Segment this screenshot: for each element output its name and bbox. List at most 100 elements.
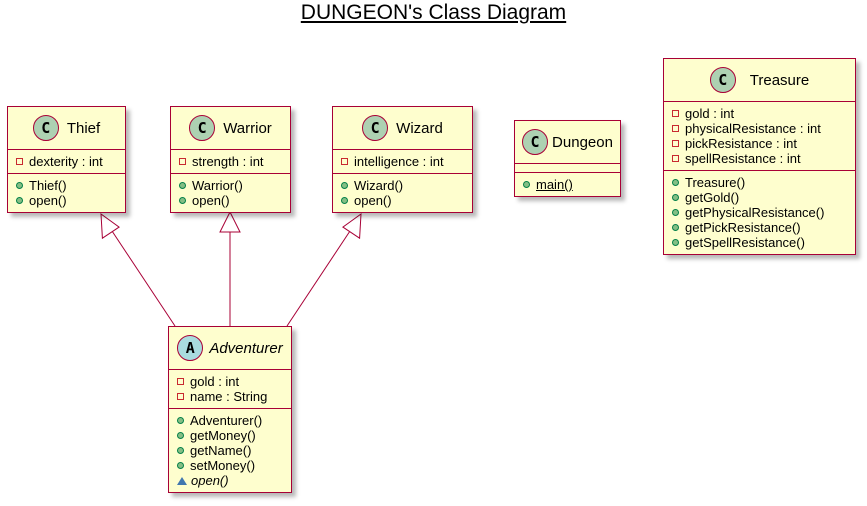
method-row: setMoney() xyxy=(177,458,291,473)
field-text: name : String xyxy=(190,389,268,404)
public-visibility-icon xyxy=(16,182,23,189)
class-wizard[interactable]: C Wizard intelligence : int Wizard() ope… xyxy=(332,106,473,213)
fields-section xyxy=(515,164,620,172)
class-treasure[interactable]: C Treasure gold : int physicalResistance… xyxy=(663,58,856,255)
method-row: open() xyxy=(177,473,291,488)
fields-section: gold : int physicalResistance : int pick… xyxy=(664,102,855,170)
fields-section: intelligence : int xyxy=(333,150,472,173)
public-visibility-icon xyxy=(16,197,23,204)
private-visibility-icon xyxy=(341,158,348,165)
method-row: getMoney() xyxy=(177,428,291,443)
method-text: open() xyxy=(29,193,67,208)
field-text: gold : int xyxy=(190,374,240,389)
abstract-class-badge-icon: A xyxy=(177,335,204,361)
fields-section: gold : int name : String xyxy=(169,370,291,408)
method-text: Thief() xyxy=(29,178,67,193)
methods-section: Thief() open() xyxy=(8,173,125,212)
methods-section: Wizard() open() xyxy=(333,173,472,212)
method-text: open() xyxy=(354,193,392,208)
method-row: getGold() xyxy=(672,190,855,205)
class-header: C Treasure xyxy=(664,59,855,102)
field-row: physicalResistance : int xyxy=(672,121,855,136)
public-visibility-icon xyxy=(177,432,184,439)
methods-section: Adventurer() getMoney() getName() setMon… xyxy=(169,408,291,492)
private-visibility-icon xyxy=(177,378,184,385)
public-visibility-icon xyxy=(672,194,679,201)
methods-section: Warrior() open() xyxy=(171,173,290,212)
method-text: getPickResistance() xyxy=(685,220,801,235)
class-header: C Dungeon xyxy=(515,121,620,164)
class-header: A Adventurer xyxy=(169,327,291,370)
method-row: open() xyxy=(179,193,290,208)
methods-section: Treasure() getGold() getPhysicalResistan… xyxy=(664,170,855,254)
public-visibility-icon xyxy=(523,181,530,188)
field-text: physicalResistance : int xyxy=(685,121,821,136)
field-row: gold : int xyxy=(672,106,855,121)
method-text: getMoney() xyxy=(190,428,256,443)
method-row: Thief() xyxy=(16,178,125,193)
method-row: open() xyxy=(341,193,472,208)
public-visibility-icon xyxy=(179,182,186,189)
method-row: main() xyxy=(523,177,620,192)
class-thief[interactable]: C Thief dexterity : int Thief() open() xyxy=(7,106,126,213)
private-visibility-icon xyxy=(672,110,679,117)
fields-section: dexterity : int xyxy=(8,150,125,173)
class-name: Dungeon xyxy=(552,133,613,151)
field-row: spellResistance : int xyxy=(672,151,855,166)
field-row: strength : int xyxy=(179,154,290,169)
class-badge-icon: C xyxy=(189,115,216,141)
field-text: strength : int xyxy=(192,154,264,169)
private-visibility-icon xyxy=(672,140,679,147)
method-text: open() xyxy=(192,193,230,208)
class-adventurer[interactable]: A Adventurer gold : int name : String Ad… xyxy=(168,326,292,493)
public-visibility-icon xyxy=(672,179,679,186)
field-row: dexterity : int xyxy=(16,154,125,169)
class-dungeon[interactable]: C Dungeon main() xyxy=(514,120,621,197)
method-row: getPhysicalResistance() xyxy=(672,205,855,220)
public-visibility-icon xyxy=(179,197,186,204)
warrior-inheritance-arrowhead xyxy=(219,210,241,233)
public-visibility-icon xyxy=(177,447,184,454)
class-badge-icon: C xyxy=(362,115,389,141)
method-row: getName() xyxy=(177,443,291,458)
method-text: Warrior() xyxy=(192,178,243,193)
class-name: Adventurer xyxy=(209,339,283,357)
method-text: Wizard() xyxy=(354,178,404,193)
abstract-method-text: open() xyxy=(191,473,229,488)
field-row: gold : int xyxy=(177,374,291,389)
class-badge-icon: C xyxy=(32,115,59,141)
field-row: intelligence : int xyxy=(341,154,472,169)
class-warrior[interactable]: C Warrior strength : int Warrior() open(… xyxy=(170,106,291,213)
method-row: open() xyxy=(16,193,125,208)
class-header: C Warrior xyxy=(171,107,290,150)
class-name: Thief xyxy=(66,119,101,137)
diagram-title: DUNGEON's Class Diagram xyxy=(300,1,567,24)
private-visibility-icon xyxy=(672,125,679,132)
private-visibility-icon xyxy=(16,158,23,165)
field-text: dexterity : int xyxy=(29,154,103,169)
field-text: spellResistance : int xyxy=(685,151,801,166)
method-text: Adventurer() xyxy=(190,413,263,428)
public-visibility-icon xyxy=(672,224,679,231)
method-text: getPhysicalResistance() xyxy=(685,205,825,220)
class-header: C Wizard xyxy=(333,107,472,150)
thief-inheritance-arrowhead xyxy=(100,212,120,240)
methods-section: main() xyxy=(515,172,620,196)
public-visibility-icon xyxy=(177,462,184,469)
public-visibility-icon xyxy=(177,417,184,424)
field-row: pickResistance : int xyxy=(672,136,855,151)
thief-inheritance-line xyxy=(111,230,176,327)
method-row: Wizard() xyxy=(341,178,472,193)
method-text: setMoney() xyxy=(190,458,256,473)
public-visibility-icon xyxy=(341,182,348,189)
public-visibility-icon xyxy=(672,239,679,246)
method-text: getName() xyxy=(190,443,252,458)
method-row: Warrior() xyxy=(179,178,290,193)
method-text: getGold() xyxy=(685,190,740,205)
class-badge-icon: C xyxy=(709,67,736,93)
method-text: getSpellResistance() xyxy=(685,235,805,250)
wizard-inheritance-arrowhead xyxy=(342,212,362,240)
field-text: gold : int xyxy=(685,106,735,121)
method-row: getPickResistance() xyxy=(672,220,855,235)
package-visibility-icon xyxy=(177,476,187,485)
